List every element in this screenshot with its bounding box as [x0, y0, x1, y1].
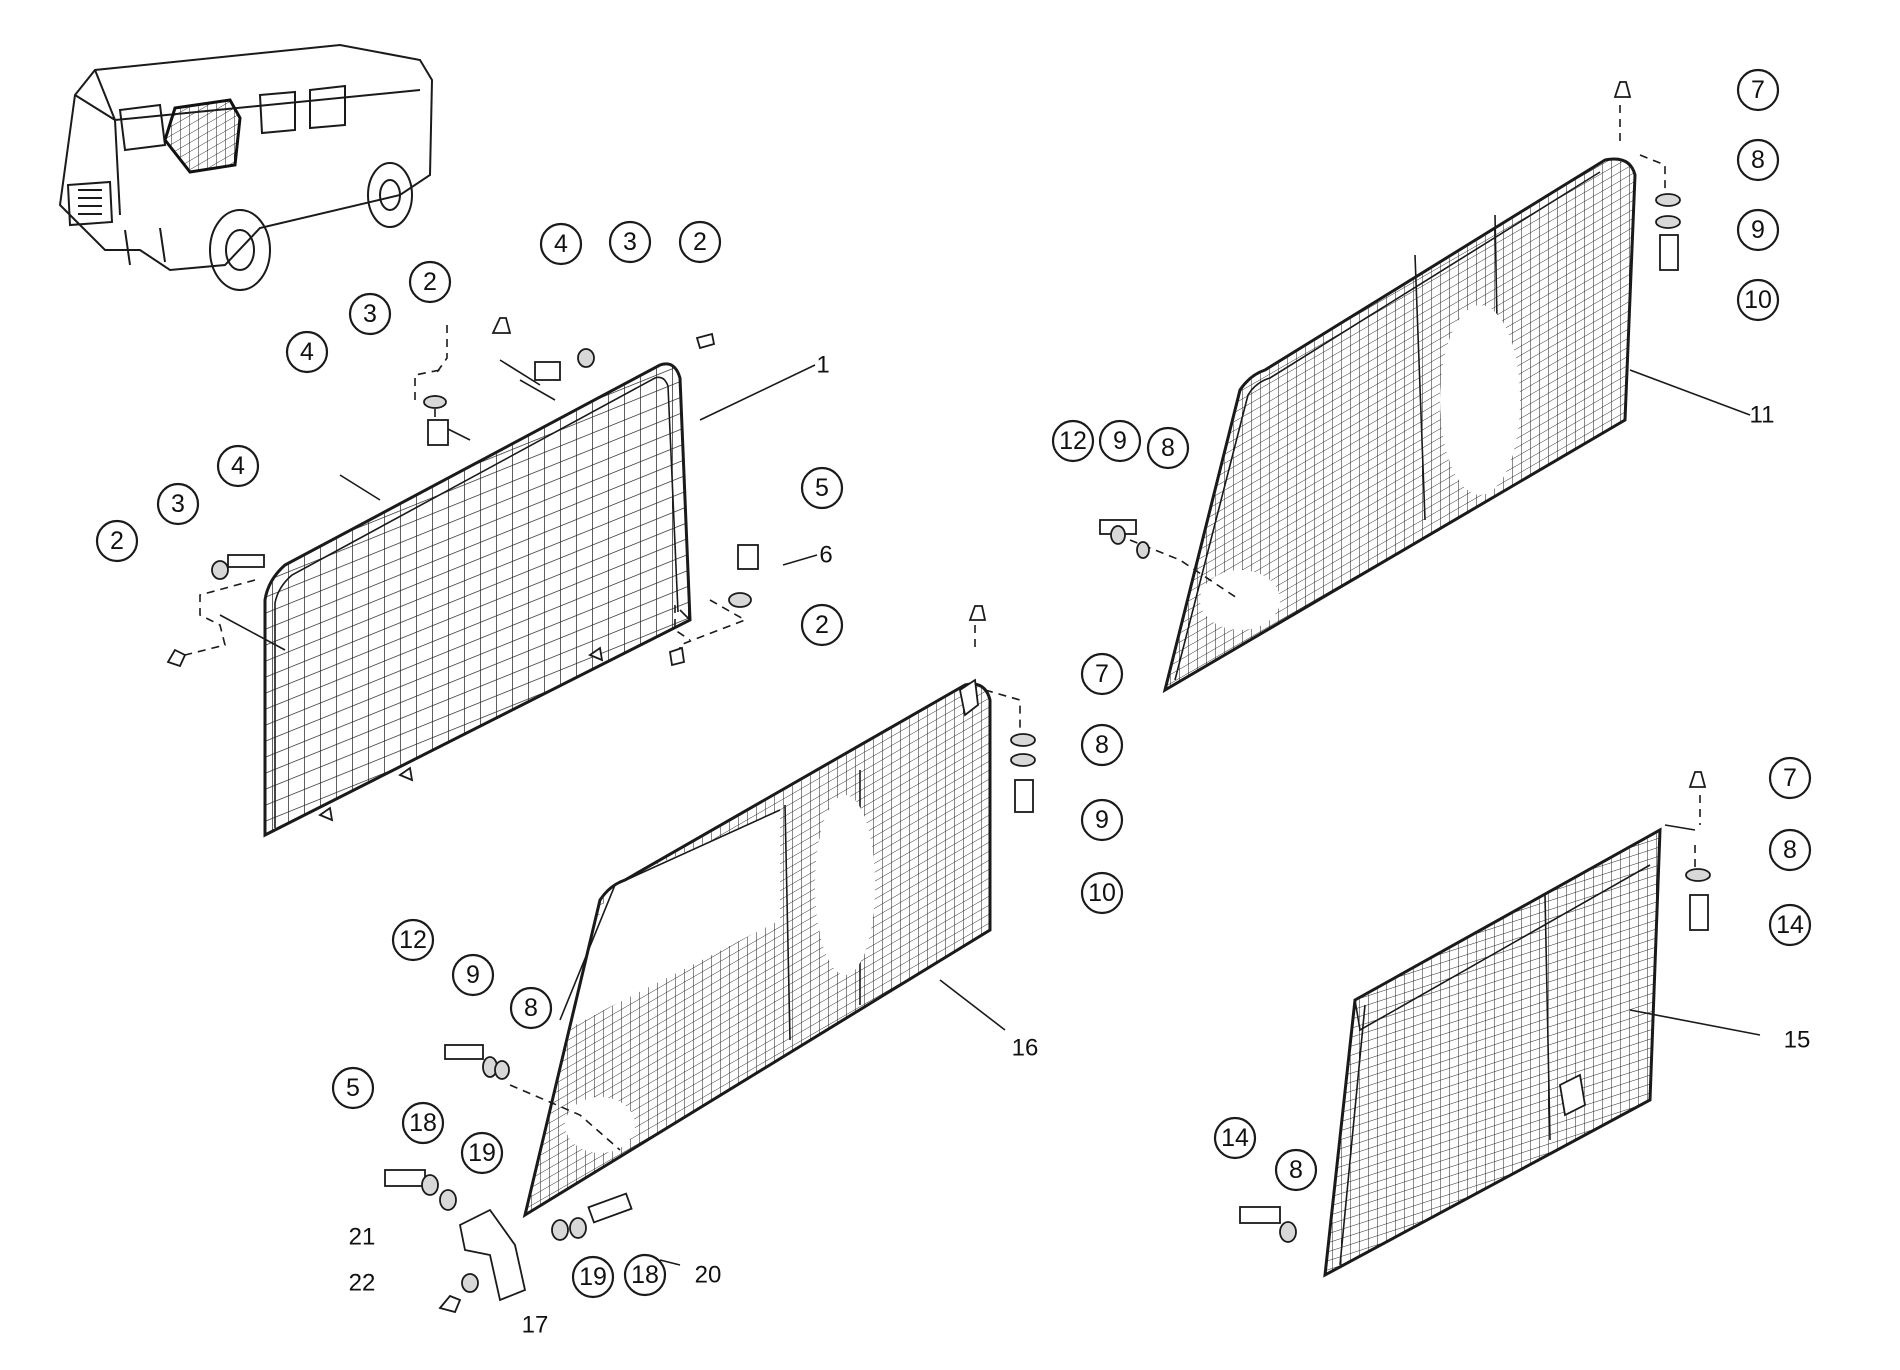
label-6: 6 [819, 542, 832, 569]
callout-12b: 12 [391, 918, 435, 962]
label-11: 11 [1750, 402, 1775, 429]
svg-text:9: 9 [1751, 216, 1765, 244]
callout-7a: 7 [1736, 68, 1780, 112]
callout-3b: 3 [348, 292, 392, 336]
svg-text:18: 18 [409, 1109, 437, 1137]
label-21: 21 [349, 1224, 376, 1251]
callout-12a: 12 [1051, 419, 1095, 463]
callout-4c: 4 [539, 222, 583, 266]
vehicle-overview-icon [58, 43, 434, 291]
svg-text:19: 19 [468, 1139, 496, 1167]
svg-text:3: 3 [623, 228, 637, 256]
svg-text:9: 9 [1095, 806, 1109, 834]
leader-lines [184, 105, 1761, 1266]
callout-2c: 2 [678, 220, 722, 264]
callout-2e: 2 [800, 603, 844, 647]
label-1: 1 [816, 352, 829, 379]
partition-panel-1 [219, 359, 692, 838]
callout-18a: 18 [401, 1101, 445, 1145]
svg-text:8: 8 [1751, 146, 1765, 174]
svg-text:8: 8 [1161, 434, 1175, 462]
svg-text:10: 10 [1744, 286, 1772, 314]
svg-text:4: 4 [300, 338, 314, 366]
callout-10a: 10 [1736, 278, 1780, 322]
callout-7b: 7 [1080, 652, 1124, 696]
svg-text:2: 2 [423, 268, 437, 296]
svg-text:5: 5 [346, 1074, 360, 1102]
callout-8d: 8 [509, 986, 553, 1030]
svg-text:2: 2 [693, 228, 707, 256]
callout-8b: 8 [1146, 426, 1190, 470]
svg-text:10: 10 [1088, 879, 1116, 907]
label-17: 17 [522, 1312, 549, 1339]
callout-19a: 19 [460, 1131, 504, 1175]
label-15: 15 [1784, 1027, 1811, 1054]
svg-text:2: 2 [110, 527, 124, 555]
callout-9c: 9 [1080, 798, 1124, 842]
callout-8c: 8 [1080, 723, 1124, 767]
svg-text:12: 12 [399, 926, 427, 954]
svg-text:18: 18 [631, 1261, 659, 1289]
callout-9a: 9 [1736, 208, 1780, 252]
mesh-grille-icon [163, 98, 242, 174]
svg-text:8: 8 [1289, 1156, 1303, 1184]
callout-18b: 18 [623, 1253, 667, 1297]
svg-text:2: 2 [815, 611, 829, 639]
callout-2b: 2 [408, 260, 452, 304]
callout-2a: 2 [95, 519, 139, 563]
callout-14b: 14 [1213, 1116, 1257, 1160]
callout-3c: 3 [608, 220, 652, 264]
callout-9b: 9 [1098, 419, 1142, 463]
svg-text:8: 8 [524, 994, 538, 1022]
callout-5a: 5 [800, 466, 844, 510]
svg-text:7: 7 [1095, 660, 1109, 688]
svg-text:4: 4 [554, 230, 568, 258]
svg-text:7: 7 [1751, 76, 1765, 104]
partition-panel-15 [1323, 824, 1696, 1278]
callout-10b: 10 [1080, 871, 1124, 915]
label-20: 20 [695, 1262, 722, 1289]
callout-4b: 4 [285, 330, 329, 374]
callout-8e: 8 [1768, 828, 1812, 872]
hardware-parts [166, 81, 1711, 1314]
callout-8a: 8 [1736, 138, 1780, 182]
svg-text:9: 9 [1113, 427, 1127, 455]
callout-5b: 5 [331, 1066, 375, 1110]
callout-7c: 7 [1768, 756, 1812, 800]
svg-text:9: 9 [466, 961, 480, 989]
label-16: 16 [1012, 1035, 1039, 1062]
svg-text:3: 3 [363, 300, 377, 328]
svg-text:12: 12 [1059, 427, 1087, 455]
svg-text:19: 19 [579, 1263, 607, 1291]
svg-text:3: 3 [171, 490, 185, 518]
svg-text:7: 7 [1783, 764, 1797, 792]
svg-text:14: 14 [1776, 911, 1804, 939]
callout-14a: 14 [1768, 903, 1812, 947]
callout-3a: 3 [156, 482, 200, 526]
callout-4a: 4 [216, 444, 260, 488]
partition-panel-11 [1162, 157, 1637, 694]
partition-panel-16 [522, 678, 992, 1219]
svg-text:8: 8 [1783, 836, 1797, 864]
svg-text:14: 14 [1221, 1124, 1249, 1152]
label-22: 22 [349, 1270, 376, 1297]
svg-text:5: 5 [815, 474, 829, 502]
callout-19b: 19 [571, 1255, 615, 1299]
callout-9d: 9 [451, 953, 495, 997]
svg-text:4: 4 [231, 452, 245, 480]
svg-text:8: 8 [1095, 731, 1109, 759]
callout-8f: 8 [1274, 1148, 1318, 1192]
